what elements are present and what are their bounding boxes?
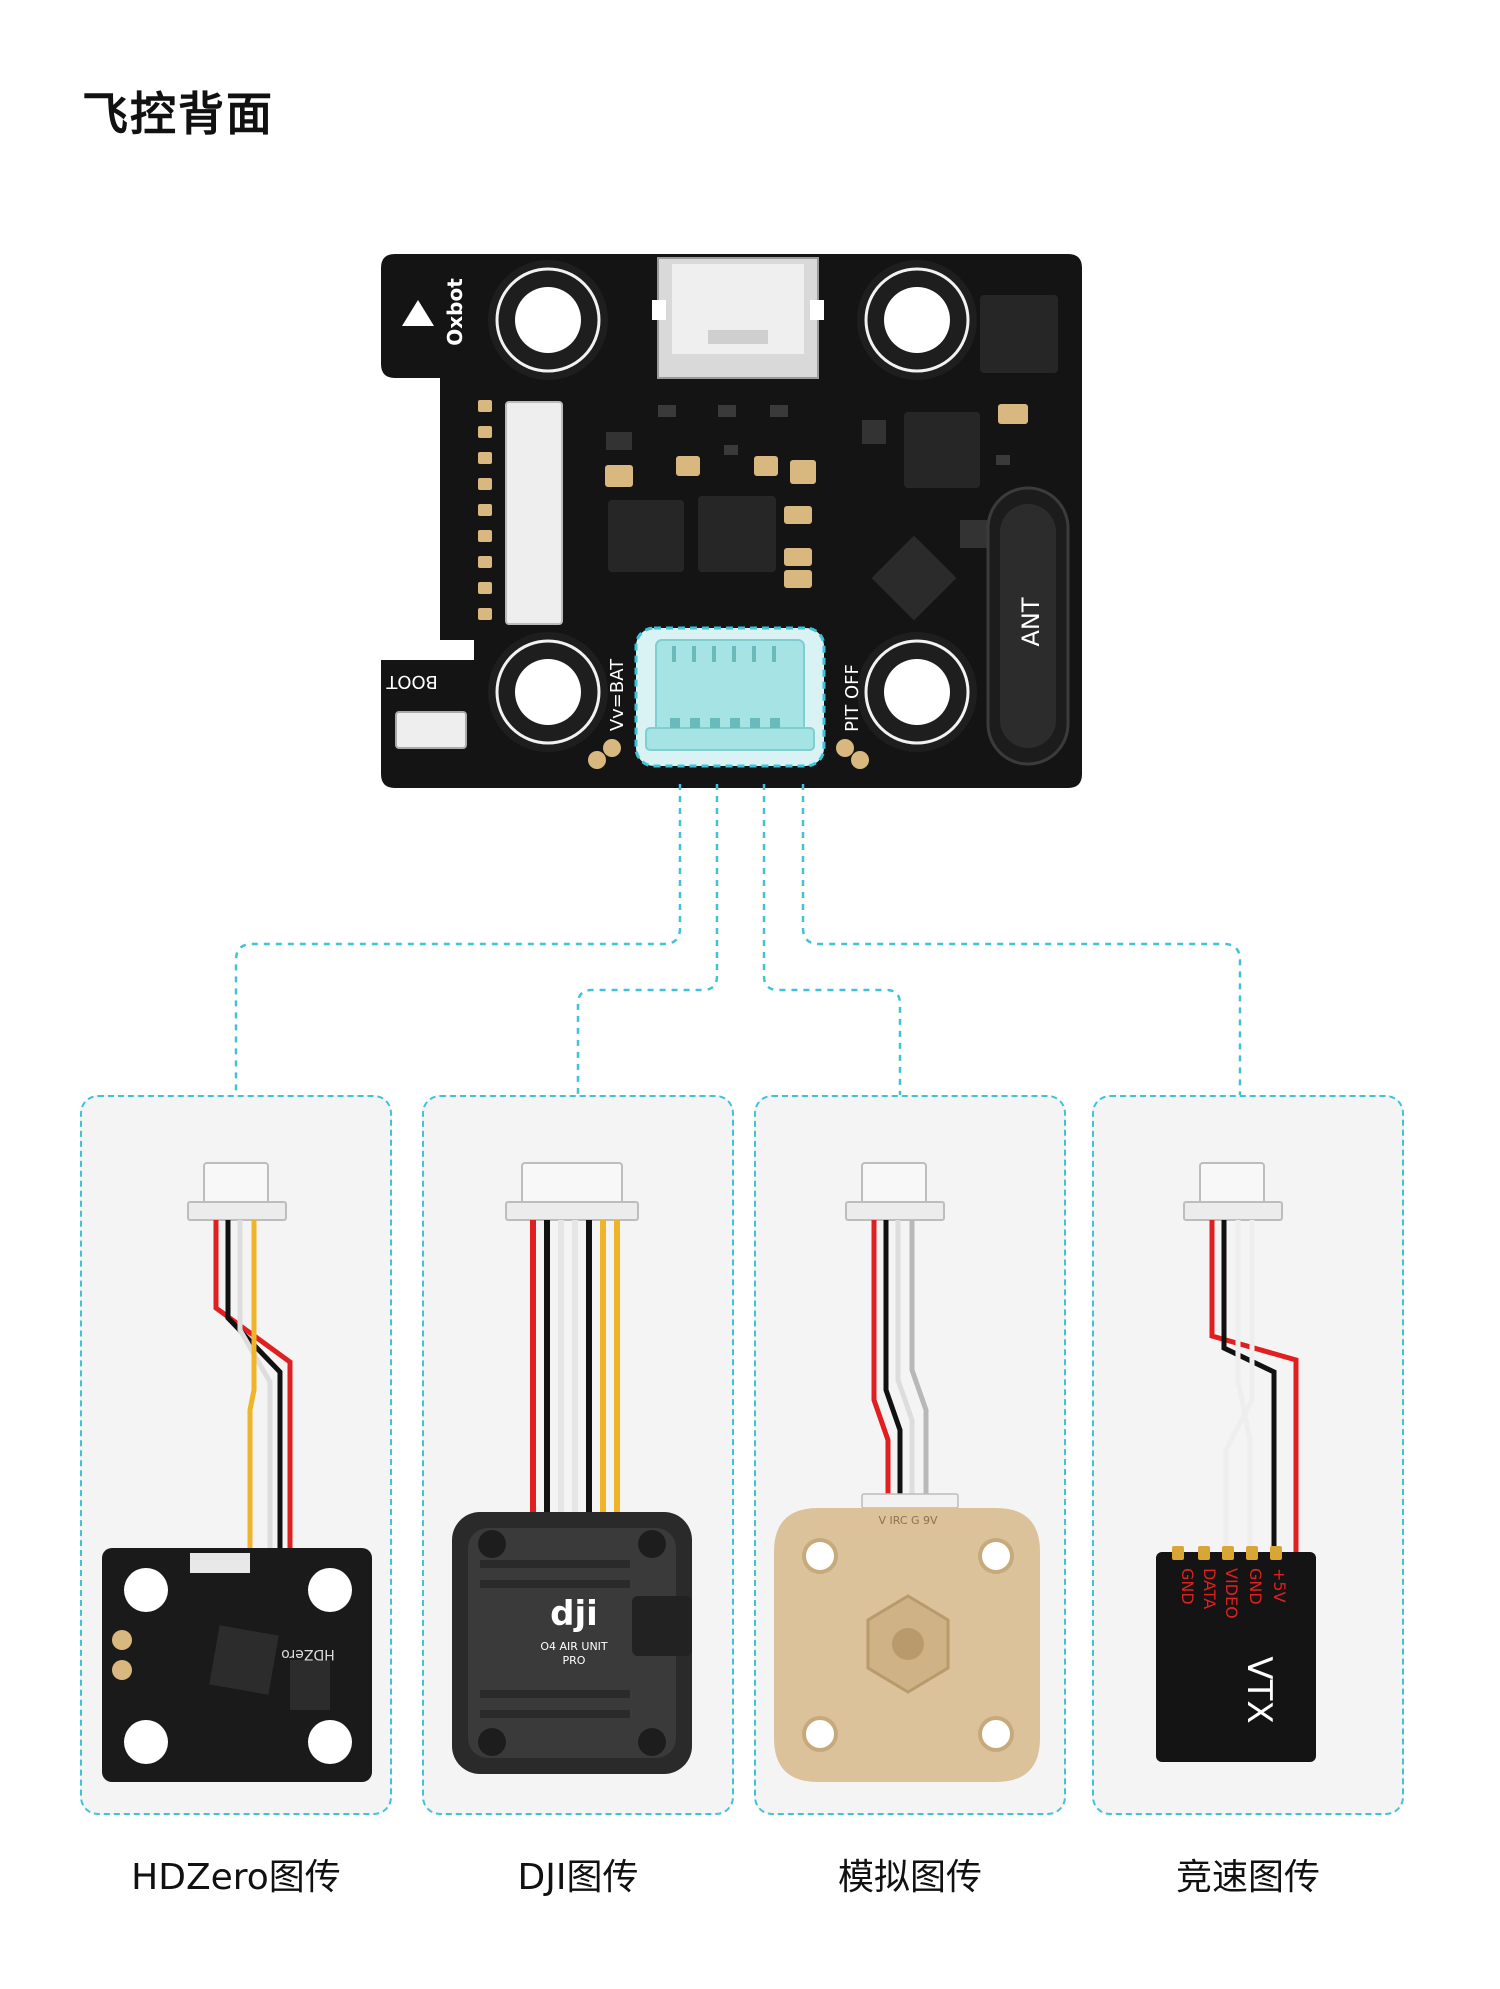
dji-air-unit-module: dji O4 AIR UNIT PRO [452, 1512, 692, 1774]
racing-pin-5v: +5V [1270, 1568, 1289, 1603]
racing-pin-video: VIDEO [1222, 1568, 1241, 1619]
racing-pin-gnd-2: GND [1246, 1568, 1265, 1605]
hdzero-label: HDZero图传 [131, 1857, 341, 1898]
racing-label: 竞速图传 [1175, 1857, 1320, 1898]
board-brand: Oxbot [443, 278, 467, 346]
mount-hole-top-left [488, 260, 608, 380]
racing-pin-gnd-1: GND [1178, 1568, 1197, 1605]
antenna-area: ANT [986, 486, 1070, 766]
mount-hole-top-right [857, 260, 977, 380]
boot-label: BOOT [385, 671, 437, 692]
hdzero-brand-text: HDZero [281, 1646, 335, 1662]
connection-lines [234, 784, 1242, 1095]
page-title: 飞控背面 [82, 87, 274, 141]
dji-label: DJI图传 [517, 1857, 639, 1898]
line-to-dji [576, 784, 719, 1095]
hdzero-vtx-module: HDZero [102, 1548, 372, 1782]
racing-module-text: VTX [1239, 1656, 1279, 1723]
arrow-mark-icon [402, 300, 434, 326]
board-components [605, 295, 1058, 621]
vbat-label: Vv=BAT [607, 658, 628, 731]
pit-off-label: PIT OFF [842, 664, 863, 732]
boot-connector [395, 711, 467, 749]
mount-hole-bottom-right [857, 632, 977, 752]
analog-vtx-module: V IRC G 9V [774, 1508, 1040, 1782]
antenna-label: ANT [1017, 597, 1045, 646]
side-pads [478, 400, 492, 620]
line-to-racing [801, 784, 1242, 1095]
vtx-connector-highlight [634, 626, 826, 768]
line-to-hdzero [234, 784, 682, 1095]
jumper-pads [588, 739, 869, 769]
flight-controller-board: Oxbot [381, 254, 1082, 788]
racing-vtx-module: GND DATA VIDEO GND +5V VTX [1156, 1546, 1316, 1762]
dji-sub-text-2: PRO [563, 1654, 586, 1667]
line-to-analog [762, 784, 902, 1095]
analog-label: 模拟图传 [837, 1857, 982, 1898]
hdzero-cable [187, 1162, 293, 1556]
usb-c-port [652, 257, 824, 379]
dji-sub-text-1: O4 AIR UNIT [540, 1640, 608, 1653]
dji-cable [505, 1162, 639, 1520]
racing-pin-data: DATA [1200, 1568, 1219, 1609]
mount-hole-bottom-left [488, 632, 608, 752]
racing-cable [1183, 1162, 1299, 1560]
analog-cable [845, 1162, 959, 1509]
analog-pin-text: V IRC G 9V [878, 1514, 938, 1527]
side-connector [505, 401, 563, 625]
dji-brand-text: dji [550, 1594, 598, 1634]
